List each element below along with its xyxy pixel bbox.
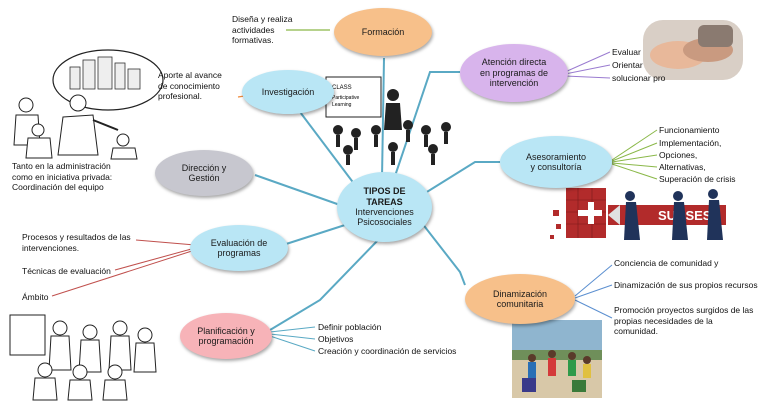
- asesoramiento-item-3: Opciones,: [659, 150, 698, 160]
- board-title: CLASS: [332, 85, 352, 91]
- arrow-plan-2: [269, 333, 316, 340]
- evaluacion-line1: Evaluación de: [210, 237, 268, 248]
- arrow-ases-2: [611, 142, 658, 162]
- planificacion-line2: programación: [198, 336, 254, 346]
- center-node[interactable]: TIPOS DE TAREAS Intervenciones Psicosoci…: [337, 172, 432, 242]
- asesoramiento-item-2: Implementación,: [659, 138, 722, 148]
- direccion-line2: Gestión: [188, 173, 220, 183]
- planificacion-item-2: Objetivos: [318, 334, 354, 344]
- evaluacion-line2: programas: [217, 248, 261, 258]
- node-asesoramiento[interactable]: Asesoramiento y consultoría: [500, 136, 612, 188]
- arrow-aten-2: [564, 64, 611, 75]
- planificacion-item-1: Definir población: [318, 322, 382, 332]
- center-line2: TAREAS: [366, 196, 403, 207]
- classroom-illustration: CLASS Participative Learning: [325, 76, 451, 165]
- arrow-ases-3: [611, 154, 658, 163]
- dinamizacion-line1: Dinamización: [492, 288, 548, 299]
- node-dinamizacion[interactable]: Dinamización comunitaria: [465, 274, 575, 324]
- node-formacion[interactable]: Formación: [334, 8, 432, 56]
- planificacion-item-3: Creación y coordinación de servicios: [318, 346, 457, 356]
- connector-dinamizacion: [417, 217, 466, 286]
- evaluacion-item-3: Ámbito: [22, 292, 49, 302]
- dinamizacion-item-2: Dinamización de sus propios recursos: [614, 280, 758, 290]
- dinamizacion-item-1: Conciencia de comunidad y: [614, 258, 719, 268]
- investigacion-description: Aporte al avance de conocimiento profesi…: [158, 70, 222, 102]
- atencion-line3: intervención: [489, 78, 539, 89]
- connector-asesoramiento: [421, 161, 500, 196]
- planificacion-line1: Planificación y: [197, 325, 255, 336]
- dinamizacion-line2: comunitaria: [496, 299, 544, 309]
- arrow-din-2: [574, 284, 613, 299]
- arrow-ases-1: [611, 129, 658, 161]
- node-planificacion[interactable]: Planificación y programación: [180, 313, 272, 359]
- center-line1: TIPOS DE: [363, 186, 406, 197]
- asesoramiento-line2: y consultoría: [530, 162, 582, 172]
- connector-evaluacion: [282, 224, 346, 246]
- arrow-eval-3: [51, 249, 196, 297]
- formacion-description: Diseña y realiza actividades formativas.: [232, 14, 293, 46]
- atencion-item-2: Orientar: [612, 60, 643, 70]
- direccion-description: Tanto en la administración como en inici…: [12, 161, 113, 193]
- node-direccion[interactable]: Dirección y Gestión: [155, 150, 253, 196]
- group-illustration: [9, 314, 157, 401]
- atencion-item-1: Evaluar: [612, 47, 641, 57]
- arrow-aten-1: [564, 51, 611, 73]
- community-photo: [512, 320, 602, 398]
- direccion-line1: Dirección y: [181, 162, 227, 173]
- node-investigacion[interactable]: Investigación: [242, 70, 334, 114]
- arrow-aten-3: [564, 75, 611, 79]
- dinamizacion-item-3: Promoción proyectos surgidos de las prop…: [614, 305, 754, 337]
- asesoramiento-item-1: Funcionamiento: [659, 125, 720, 135]
- asesoramiento-line1: Asesoramiento: [525, 151, 587, 162]
- connector-direccion: [254, 174, 341, 206]
- node-atencion[interactable]: Atención directa en programas de interve…: [460, 44, 568, 102]
- investigacion-label: Investigación: [261, 86, 315, 97]
- asesoramiento-item-5: Superación de crisis: [659, 174, 736, 184]
- evaluacion-item-2: Técnicas de evaluación: [22, 266, 111, 276]
- arrow-eval-2: [114, 247, 196, 271]
- asesoramiento-item-4: Alternativas,: [659, 162, 706, 172]
- evaluacion-item-1: Procesos y resultados de las intervencio…: [22, 232, 131, 253]
- arrow-din-3: [574, 299, 613, 319]
- success-banner-illustration: SUCSESS: [550, 188, 726, 240]
- arrow-din-1: [574, 264, 613, 297]
- connector-formacion: [381, 57, 385, 179]
- center-line3: Intervenciones: [355, 207, 414, 217]
- arrow-plan-3: [269, 335, 316, 352]
- atencion-line1: Atención directa: [481, 57, 547, 68]
- atencion-item-3: solucionar pro: [612, 73, 666, 83]
- svg-text:Learning: Learning: [332, 102, 352, 108]
- connector-planificacion: [269, 237, 381, 331]
- arrow-ases-5: [611, 163, 658, 180]
- atencion-line2: en programas de: [479, 67, 549, 78]
- speaker-illustration: [13, 49, 164, 160]
- formacion-label: Formación: [361, 26, 405, 37]
- arrow-plan-1: [269, 326, 316, 333]
- connector-investigacion: [299, 111, 356, 186]
- arrow-ases-4: [611, 162, 658, 168]
- node-evaluacion[interactable]: Evaluación de programas: [190, 225, 288, 271]
- hands-photo: [643, 20, 743, 80]
- center-line4: Psicosociales: [357, 217, 412, 228]
- board-subtitle: Participative: [332, 95, 359, 101]
- arrow-eval-1: [135, 239, 196, 246]
